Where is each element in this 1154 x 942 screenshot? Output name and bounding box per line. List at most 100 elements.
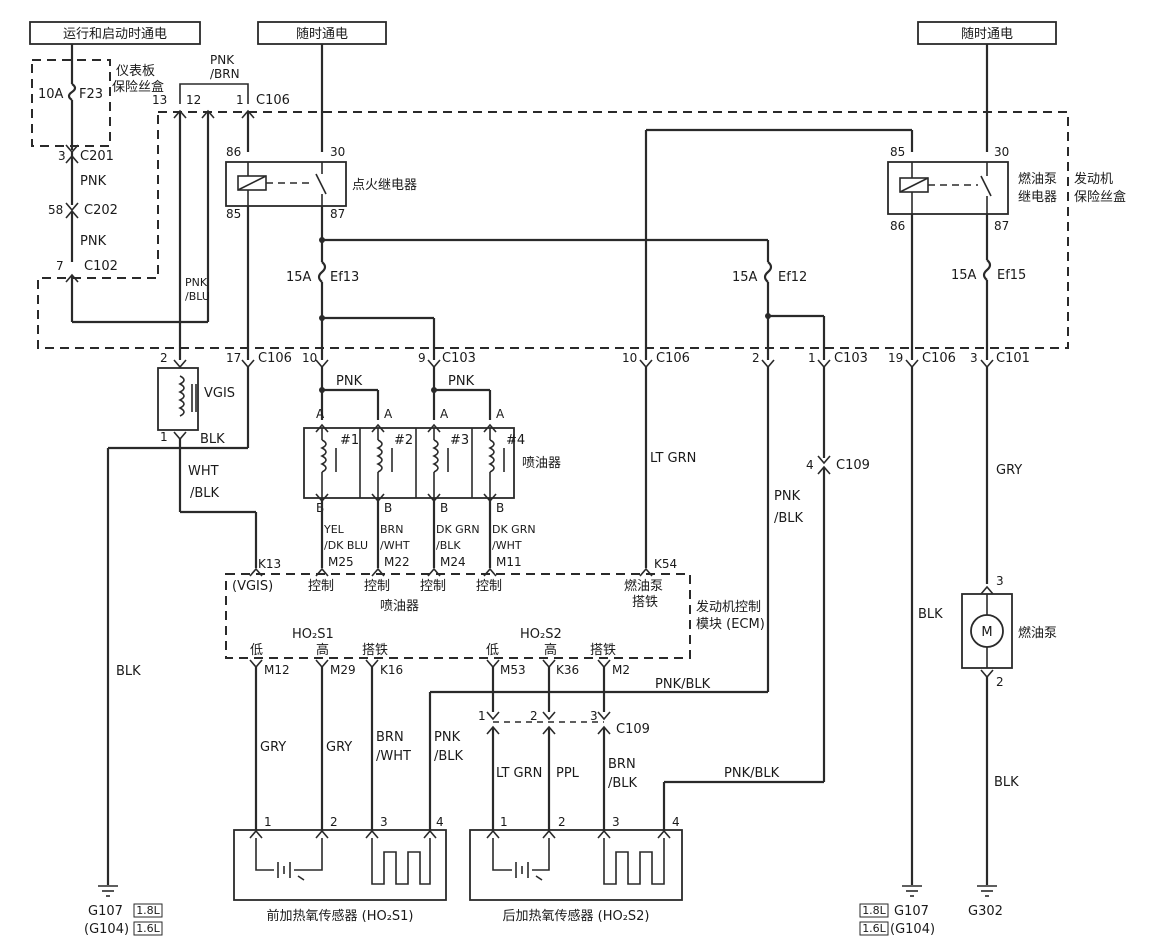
ecm-vgis-label: (VGIS) xyxy=(232,579,273,594)
left-wire-pnk-1: PNK xyxy=(80,174,107,189)
svg-text:1.8L: 1.8L xyxy=(862,904,886,917)
svg-text:PPL: PPL xyxy=(556,766,580,781)
svg-text:15A: 15A xyxy=(732,270,758,285)
fuel-pump-motor: GRY 3 M 燃油泵 2 BLK xyxy=(961,367,1057,885)
svg-text:/BLK: /BLK xyxy=(436,539,461,552)
blk-g302-wire: BLK xyxy=(994,775,1019,790)
svg-text:M22: M22 xyxy=(384,555,410,569)
top-c106-connector: PNK /BRN 13 12 1 C106 xyxy=(152,53,290,360)
svg-text:GRY: GRY xyxy=(260,740,286,755)
svg-text:M2: M2 xyxy=(612,663,630,677)
injector-bus: PNK PNK xyxy=(319,367,492,420)
svg-text:3: 3 xyxy=(612,815,620,829)
svg-text:4: 4 xyxy=(436,815,444,829)
ecm-s2-ground: 搭铁 xyxy=(590,642,616,658)
svg-text:/WHT: /WHT xyxy=(492,539,522,552)
svg-text:M24: M24 xyxy=(440,555,466,569)
ign-relay-pin-86: 86 xyxy=(226,145,241,159)
svg-text:PNK: PNK xyxy=(185,276,208,289)
svg-text:10: 10 xyxy=(302,351,317,365)
svg-text:BRN: BRN xyxy=(376,730,404,745)
c102-pin: 7 xyxy=(56,259,64,273)
pnk-blu-label: PNK /BLU xyxy=(185,276,210,303)
ho2s2-label: 后加热氧传感器 (HO₂S2) xyxy=(502,908,649,924)
ecm-control-3: 控制 xyxy=(420,579,446,594)
svg-text:C101: C101 xyxy=(996,351,1030,366)
ho2s1-label: 前加热氧传感器 (HO₂S1) xyxy=(266,908,413,924)
svg-text:/BLU: /BLU xyxy=(185,290,210,303)
pnk-brn-wire-2: /BRN xyxy=(210,67,240,81)
ecm-s2-high: 高 xyxy=(544,642,557,658)
ecm-name-2: 模块 (ECM) xyxy=(696,617,765,632)
ho2s1-sensor: 1 2 3 4 前加热氧传感器 (HO₂S1) xyxy=(233,815,447,924)
svg-text:1: 1 xyxy=(500,815,508,829)
ecm-s1-low: 低 xyxy=(250,643,263,658)
engine-fuse-box-label: 发动机 保险丝盒 xyxy=(1074,171,1126,205)
injector-3-label: #3 xyxy=(450,433,469,448)
ecm: K13 K54 (VGIS) 控制 控制 控制 控制 喷油器 燃油泵 搭铁 发动… xyxy=(225,557,765,677)
c201-pin: 3 xyxy=(58,149,66,163)
ho2s1-heater-feed: PNK /BLK PNK/BLK xyxy=(428,367,804,830)
ignition-relay: 86 30 点火继电器 85 87 xyxy=(225,44,770,360)
ecm-pin-k54: K54 xyxy=(654,557,677,571)
fuel-pump-label: 燃油泵 xyxy=(1018,625,1057,641)
ho2s2-wiring: 1 2 3 C109 LT GRN PPL BRN /BLK xyxy=(478,666,650,830)
left-ground-wire: BLK xyxy=(106,367,250,885)
right-g107-symbol: 1.8L G107 1.6L (G104) xyxy=(859,885,935,937)
svg-text:/BLK: /BLK xyxy=(608,776,638,791)
ecm-s1-high: 高 xyxy=(316,642,329,658)
svg-text:A: A xyxy=(384,407,393,421)
fuel-pump-ground-wire: LT GRN xyxy=(644,367,696,568)
ecm-ho2s2-label: HO₂S2 xyxy=(520,627,562,642)
svg-text:保险丝盒: 保险丝盒 xyxy=(1074,189,1126,205)
vgis-wht-wire-2: /BLK xyxy=(190,486,220,501)
battery-label-right: 随时通电 xyxy=(961,27,1013,42)
svg-text:2: 2 xyxy=(530,709,538,723)
injector-3: A #3 B DK GRN /BLK M24 xyxy=(427,407,480,569)
svg-text:A: A xyxy=(316,407,325,421)
right-g107-wire: BLK xyxy=(910,367,943,885)
svg-text:Ef12: Ef12 xyxy=(778,270,807,285)
left-supply-chain: 3 C201 PNK 58 C202 PNK 7 C102 xyxy=(48,44,210,324)
ecm-fuel-pump-1: 燃油泵 xyxy=(624,578,663,594)
vgis-solenoid: VGIS 1 BLK WHT /BLK xyxy=(157,367,258,568)
c106-pin-12: 12 xyxy=(186,93,201,107)
run-start-label: 运行和启动时通电 xyxy=(63,27,167,42)
ign-relay-pin-85: 85 xyxy=(226,207,241,221)
c202-name: C202 xyxy=(84,203,118,218)
svg-text:DK GRN: DK GRN xyxy=(436,523,480,536)
svg-text:1.6L: 1.6L xyxy=(862,922,886,935)
injector-block: 喷油器 xyxy=(303,427,561,499)
svg-text:M25: M25 xyxy=(328,555,354,569)
svg-text:C109: C109 xyxy=(616,722,650,737)
svg-text:PNK: PNK xyxy=(434,730,461,745)
svg-text:1: 1 xyxy=(264,815,272,829)
svg-text:B: B xyxy=(496,501,504,515)
svg-text:19: 19 xyxy=(888,351,903,365)
svg-text:10: 10 xyxy=(622,351,637,365)
svg-text:C106: C106 xyxy=(258,351,292,366)
svg-text:M12: M12 xyxy=(264,663,290,677)
svg-text:3: 3 xyxy=(996,574,1004,588)
right-g107: G107 xyxy=(894,904,929,919)
svg-text:9: 9 xyxy=(418,351,426,365)
c106-pin-1: 1 xyxy=(236,93,244,107)
injector-2-label: #2 xyxy=(394,433,413,448)
svg-text:B: B xyxy=(384,501,392,515)
ecm-control-2: 控制 xyxy=(364,579,390,594)
svg-text:/BLK: /BLK xyxy=(434,749,464,764)
pnk-brn-wire-1: PNK xyxy=(210,53,235,67)
fp-relay-pin-30: 30 xyxy=(994,145,1009,159)
svg-text:M53: M53 xyxy=(500,663,526,677)
injector-1-label: #1 xyxy=(340,433,359,448)
pnk-blk-wire-1: PNK xyxy=(774,489,801,504)
right-g104: (G104) xyxy=(890,922,935,937)
ecm-injector-label: 喷油器 xyxy=(380,599,419,614)
svg-text:/WHT: /WHT xyxy=(376,749,411,764)
svg-text:M29: M29 xyxy=(330,663,356,677)
svg-text:K36: K36 xyxy=(556,663,579,677)
svg-text:GRY: GRY xyxy=(326,740,352,755)
fuse-ef15: 15A Ef15 xyxy=(951,259,1026,360)
svg-text:C103: C103 xyxy=(834,351,868,366)
